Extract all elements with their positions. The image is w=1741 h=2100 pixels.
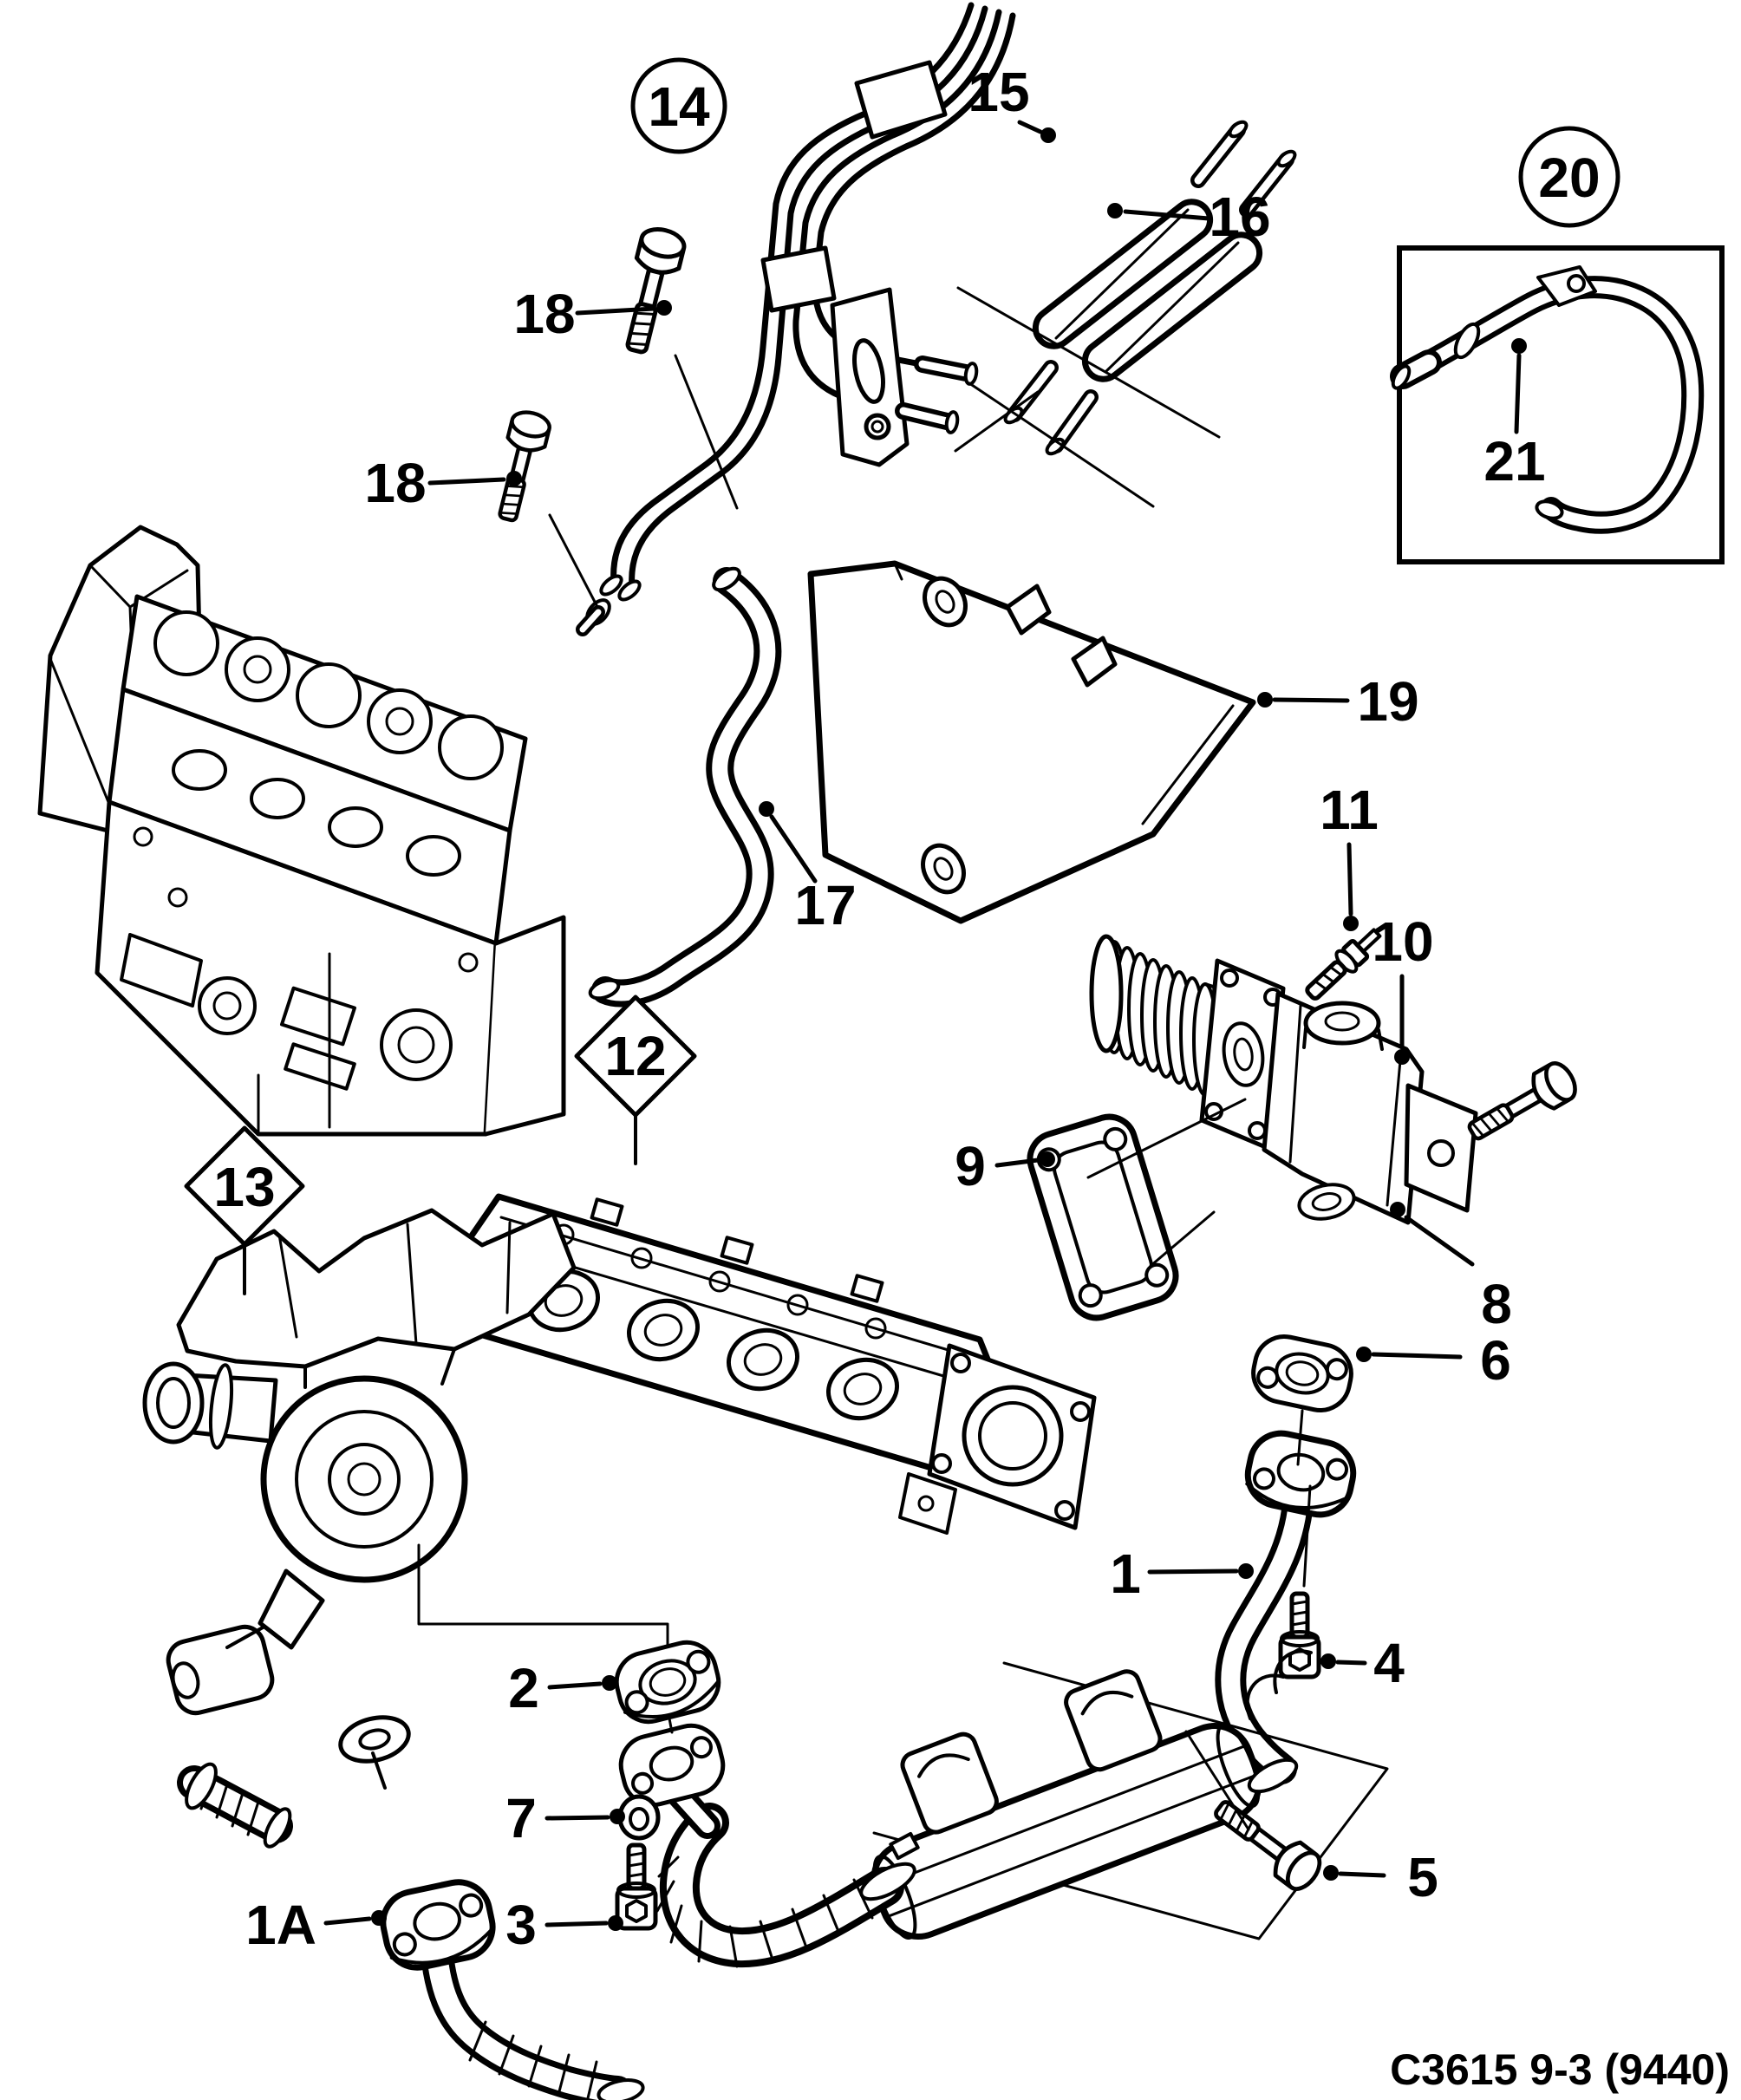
callout-3-leader: [544, 1921, 609, 1927]
egr-cooler-assembly-art: [618, 1649, 1389, 1968]
gasket-9-art: [1027, 1113, 1179, 1321]
callout-11-leader: [1347, 842, 1353, 916]
egr-pipe-1a-art: [380, 1879, 645, 2100]
callout-10-label: 10: [1372, 910, 1433, 973]
callout-17-label: 17: [794, 874, 856, 936]
callout-17-leader: [769, 814, 818, 884]
callout-9-leader: [994, 1158, 1040, 1168]
callout-19-label: 19: [1357, 670, 1418, 733]
seal-ring-7-art: [617, 1794, 661, 1841]
callout-19-dot: [1257, 692, 1273, 708]
egr-valve-8-art: [1089, 928, 1581, 1225]
callout-14-ring: [630, 57, 727, 154]
callout-12-diamond: 12: [574, 995, 697, 1165]
callout-6-dot: [1356, 1347, 1372, 1362]
callout-2-label: 2: [508, 1657, 539, 1719]
callout-5-dot: [1323, 1865, 1339, 1881]
callout-15-label: 15: [968, 61, 1029, 123]
callout-3-label: 3: [505, 1894, 537, 1956]
callout-20-ring: [1518, 126, 1620, 228]
callout-18-upper-label: 18: [513, 283, 575, 345]
callout-1a-leader: [323, 1916, 372, 1926]
callout-8-leader: [1404, 1215, 1475, 1267]
callout-18-lower-dot: [506, 471, 522, 486]
callout-9-label: 9: [955, 1135, 986, 1197]
gasket-6-art: [1251, 1334, 1353, 1412]
tube-sleeves-15-16-art: [1003, 120, 1297, 456]
callout-6-label: 6: [1480, 1329, 1511, 1392]
callout-14-circle: 14: [630, 57, 727, 154]
callout-5-label: 5: [1407, 1846, 1438, 1908]
callout-15-dot: [1040, 127, 1056, 143]
callout-2-leader: [547, 1681, 603, 1690]
callout-21-leader: [1514, 353, 1522, 434]
callout-11-label: 11: [1320, 779, 1379, 841]
gasket-2-art: [614, 1640, 721, 1725]
callout-7-label: 7: [505, 1787, 537, 1849]
callout-8-dot: [1390, 1202, 1405, 1217]
callout-7-leader: [544, 1815, 610, 1821]
callout-10-dot: [1394, 1049, 1410, 1065]
callout-14-label: 14: [648, 75, 710, 138]
callout-12-label: 12: [604, 1025, 666, 1087]
callout-13-label: 13: [213, 1156, 275, 1218]
bolt-4-art: [1281, 1594, 1319, 1677]
callouts: 14 20 12 13 15 16 18 18 21: [184, 57, 1620, 1956]
callout-18-upper-dot: [656, 300, 672, 316]
callout-18-lower-leader: [427, 477, 506, 486]
callout-13-diamond: 13: [184, 1125, 305, 1295]
callout-4-dot: [1320, 1653, 1336, 1669]
callout-18-upper-leader: [575, 306, 656, 316]
hose-21-art: [1390, 265, 1705, 534]
bolt-18-upper-art: [615, 225, 687, 356]
callout-6-leader: [1371, 1352, 1463, 1360]
hose-17-art: [588, 566, 782, 1008]
bolt-3-art: [617, 1845, 655, 1928]
callout-1a-dot: [371, 1910, 387, 1926]
callout-11-dot: [1343, 916, 1359, 931]
stud-11-art: [1305, 928, 1382, 1001]
callout-19-leader: [1272, 697, 1350, 703]
callout-16-leader: [1123, 209, 1211, 221]
callout-8-label: 8: [1481, 1273, 1512, 1335]
bolt-18-lower-art: [489, 408, 552, 524]
callout-2-dot: [602, 1675, 617, 1691]
callout-18-lower-label: 18: [364, 452, 426, 514]
bolt-10-art: [1462, 1059, 1581, 1151]
callout-9-dot: [1040, 1151, 1055, 1167]
callout-1-dot: [1238, 1563, 1254, 1579]
drawing-number: C3615 9-3 (9440): [1390, 2045, 1730, 2094]
callout-1-leader: [1147, 1568, 1239, 1575]
callout-21-label: 21: [1483, 430, 1545, 492]
cover-plate-19-art: [807, 560, 1256, 924]
egr-pipe-1-art: [1215, 1430, 1357, 1784]
callout-5-leader: [1338, 1871, 1386, 1878]
vacuum-pipe-assembly-14-art: [576, 2, 1016, 636]
reference-lines: [417, 286, 1312, 1831]
callout-17-dot: [759, 801, 774, 817]
callout-21-dot: [1511, 338, 1527, 354]
callout-20-label: 20: [1538, 147, 1600, 209]
inset-box-frame: [1397, 245, 1725, 564]
callout-16-label: 16: [1209, 186, 1270, 248]
bolt-5-art: [1207, 1791, 1326, 1895]
callout-1-label: 1: [1110, 1542, 1141, 1605]
engine-cylinder-head-art: [37, 525, 566, 1137]
callout-4-label: 4: [1373, 1632, 1405, 1694]
callout-4-leader: [1335, 1660, 1367, 1666]
turbocharger-13-art: [142, 1208, 577, 1849]
callout-7-dot: [610, 1809, 625, 1824]
callout-16-dot: [1107, 203, 1123, 218]
callout-3-dot: [608, 1915, 623, 1931]
callout-20-circle: 20: [1518, 126, 1620, 228]
inset-box-20: [1390, 245, 1725, 564]
callout-1a-label: 1A: [245, 1894, 316, 1956]
callout-15-leader: [1017, 120, 1043, 134]
